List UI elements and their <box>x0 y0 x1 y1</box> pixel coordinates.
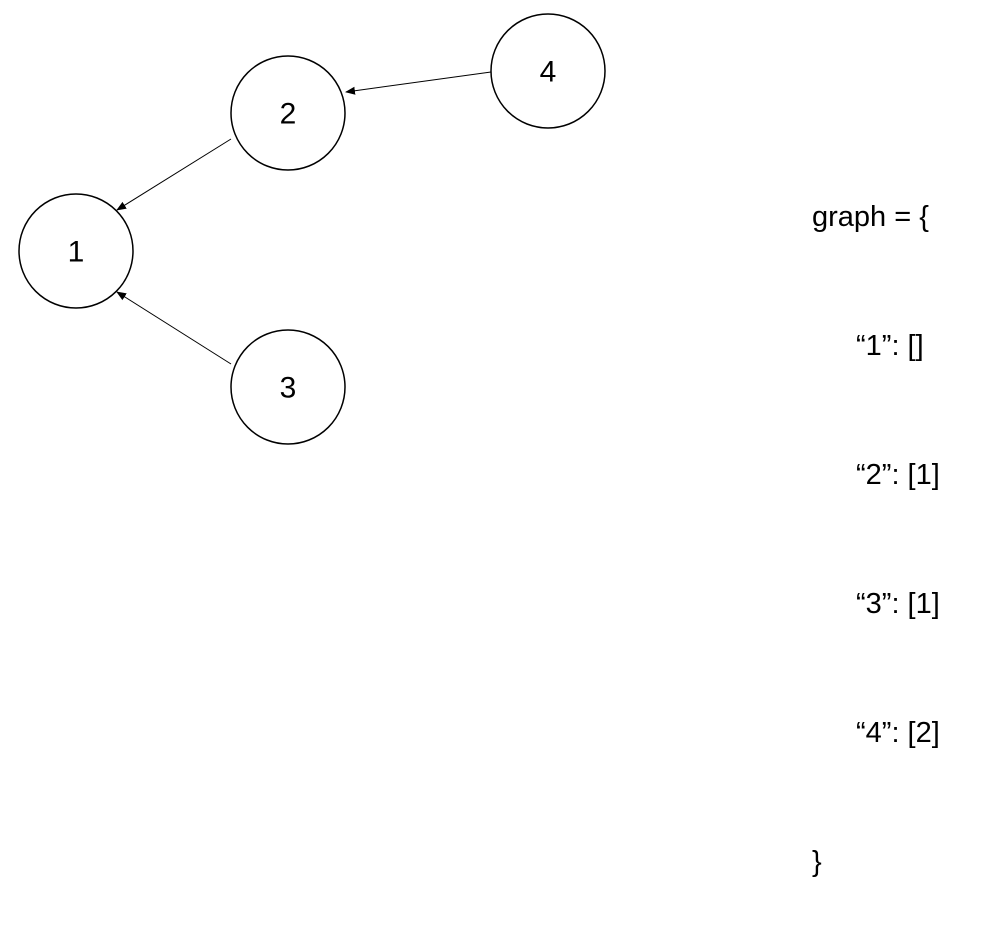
node-2: 2 <box>230 55 346 171</box>
code-entry-2: “2”: [1] <box>856 459 940 491</box>
node-1: 1 <box>18 193 134 309</box>
node-3-circle <box>230 329 346 445</box>
node-3-label: 3 <box>280 372 297 405</box>
edge-3-to-1 <box>116 291 232 365</box>
code-entry-4: “4”: [2] <box>856 717 940 749</box>
graph-diagram: 1 2 3 4 <box>18 13 606 445</box>
node-4-circle <box>490 13 606 129</box>
node-1-circle <box>18 193 134 309</box>
node-1-label: 1 <box>68 236 85 269</box>
code-open-line: graph = { <box>812 201 929 233</box>
edge-4-to-2 <box>345 71 492 95</box>
edge-2-to-1 <box>116 138 232 211</box>
node-2-circle <box>230 55 346 171</box>
graph-code-block: graph = { “1”: [] “2”: [1] “3”: [1] “4”:… <box>812 110 940 927</box>
node-4-label: 4 <box>540 56 557 89</box>
node-3: 3 <box>230 329 346 445</box>
code-entry-3: “3”: [1] <box>856 588 940 620</box>
node-4: 4 <box>490 13 606 129</box>
code-close-line: } <box>812 846 822 878</box>
node-2-label: 2 <box>280 98 297 131</box>
code-entry-1: “1”: [] <box>856 330 924 362</box>
